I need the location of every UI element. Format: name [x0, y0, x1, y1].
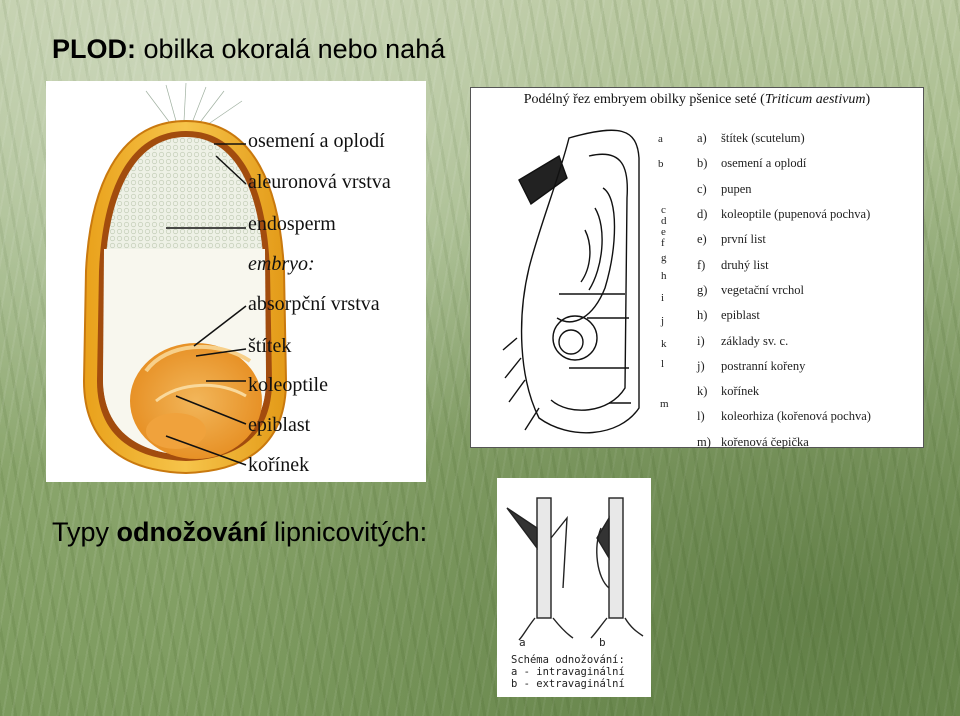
- tillering-caption-line-2: a - intravaginální: [511, 666, 625, 678]
- tillering-letter-b: b: [599, 636, 606, 649]
- tiller-a-main-stem: [537, 498, 551, 618]
- embryo-section-figure: Podélný řez embryem obilky pšenice seté …: [470, 87, 924, 448]
- section-letter-k: k: [661, 338, 667, 350]
- tillering-figure: a b Schéma odnožování: a - intravagináln…: [497, 478, 651, 697]
- legend-text: postranní kořeny: [721, 359, 805, 374]
- section-letter-l: l: [661, 358, 664, 370]
- grain-label-scutellum: štítek: [248, 335, 291, 358]
- coleoptile-outline: [557, 188, 615, 322]
- hatching-lines: [503, 338, 539, 430]
- legend-text: vegetační vrchol: [721, 283, 804, 298]
- section-letter-b: b: [658, 158, 664, 170]
- grain-figure: osemení a oplodí aleuronová vrstva endos…: [46, 81, 426, 482]
- tiller-b-leaf: [597, 518, 609, 558]
- legend-item: b)osemení a oplodí: [697, 151, 871, 176]
- tiller-b-main-stem: [609, 498, 623, 618]
- legend-key: j): [697, 359, 721, 374]
- tiller-b-roots: [591, 618, 643, 638]
- legend-text: kořínek: [721, 384, 759, 399]
- section-title-prefix: Podélný řez embryem obilky pšenice seté …: [524, 92, 765, 107]
- legend-item: g)vegetační vrchol: [697, 278, 871, 303]
- slide-title: PLOD: obilka okoralá nebo nahá: [52, 34, 445, 65]
- section-title-species: Triticum aestivum: [765, 92, 866, 107]
- legend-item: d)koleoptile (pupenová pochva): [697, 202, 871, 227]
- subtitle: Typy odnožování lipnicovitých:: [52, 517, 427, 548]
- legend-text: druhý list: [721, 258, 769, 273]
- section-title: Podélný řez embryem obilky pšenice seté …: [471, 92, 923, 108]
- legend-key: d): [697, 207, 721, 222]
- legend-text: koleoptile (pupenová pochva): [721, 207, 870, 222]
- legend-item: c)pupen: [697, 177, 871, 202]
- grain-label-endosperm: endosperm: [248, 213, 336, 236]
- legend-text: pupen: [721, 182, 752, 197]
- legend-text: osemení a oplodí: [721, 156, 806, 171]
- lateral-root-outline: [559, 330, 583, 354]
- tillering-letter-a: a: [519, 636, 526, 649]
- section-letter-i: i: [661, 292, 664, 304]
- grain-label-radicle: kořínek: [248, 454, 309, 477]
- tillering-caption-line-1: Schéma odnožování:: [511, 654, 625, 666]
- legend-item: l)koleorhiza (kořenová pochva): [697, 404, 871, 429]
- section-title-suffix: ): [866, 92, 871, 107]
- slide-title-strong: PLOD:: [52, 34, 136, 64]
- grain-label-aleurone: aleuronová vrstva: [248, 171, 391, 194]
- section-letter-a: a: [658, 133, 663, 145]
- legend-text: základy sv. c.: [721, 334, 788, 349]
- subtitle-part-1: Typy: [52, 517, 117, 547]
- tiller-a-shoot: [551, 518, 567, 588]
- legend-key: e): [697, 232, 721, 247]
- grain-label-epiblast: epiblast: [248, 414, 310, 437]
- legend-item: k)kořínek: [697, 379, 871, 404]
- inner-outline: [551, 154, 627, 410]
- first-leaf-outline: [589, 208, 602, 290]
- grain-label-absorption-layer: absorpční vrstva: [248, 293, 380, 316]
- legend-item: j)postranní kořeny: [697, 354, 871, 379]
- legend-text: štítek (scutelum): [721, 131, 805, 146]
- legend-key: i): [697, 334, 721, 349]
- legend-item: h)epiblast: [697, 303, 871, 328]
- tiller-a-leaf: [507, 508, 537, 548]
- section-drawing: [499, 118, 679, 443]
- legend-text: koleorhiza (kořenová pochva): [721, 409, 871, 424]
- legend-key: k): [697, 384, 721, 399]
- section-letter-m: m: [660, 398, 669, 410]
- legend-text: epiblast: [721, 308, 760, 323]
- section-letter-h: h: [661, 270, 667, 282]
- legend-item: m)kořenová čepička: [697, 430, 871, 455]
- radicle-shape: [146, 413, 206, 449]
- legend-key: l): [697, 409, 721, 424]
- tiller-a-roots: [519, 618, 573, 640]
- grain-label-pericarp: osemení a oplodí: [248, 130, 385, 153]
- legend-item: a)štítek (scutelum): [697, 126, 871, 151]
- legend-key: h): [697, 308, 721, 323]
- section-letter-j: j: [661, 315, 664, 327]
- slide-title-rest: obilka okoralá nebo nahá: [136, 34, 445, 64]
- legend-key: c): [697, 182, 721, 197]
- tillering-caption: Schéma odnožování: a - intravaginální b …: [511, 654, 625, 690]
- legend-key: a): [697, 131, 721, 146]
- subtitle-part-2: lipnicovitých:: [267, 517, 428, 547]
- legend-key: f): [697, 258, 721, 273]
- legend-key: b): [697, 156, 721, 171]
- legend-item: i)základy sv. c.: [697, 328, 871, 353]
- tillering-caption-line-3: b - extravaginální: [511, 678, 625, 690]
- grain-label-coleoptile: koleoptile: [248, 374, 328, 397]
- section-letter-f: f: [661, 237, 665, 249]
- legend-item: f)druhý list: [697, 252, 871, 277]
- legend-key: g): [697, 283, 721, 298]
- second-leaf-outline: [581, 230, 590, 282]
- legend-item: e)první list: [697, 227, 871, 252]
- section-letter-g: g: [661, 252, 667, 264]
- legend-text: první list: [721, 232, 766, 247]
- legend-key: m): [697, 435, 721, 450]
- grain-label-embryo: embryo:: [248, 253, 315, 276]
- seed-coat-hatched: [519, 156, 567, 204]
- subtitle-strong: odnožování: [117, 517, 267, 547]
- legend-text: kořenová čepička: [721, 435, 809, 450]
